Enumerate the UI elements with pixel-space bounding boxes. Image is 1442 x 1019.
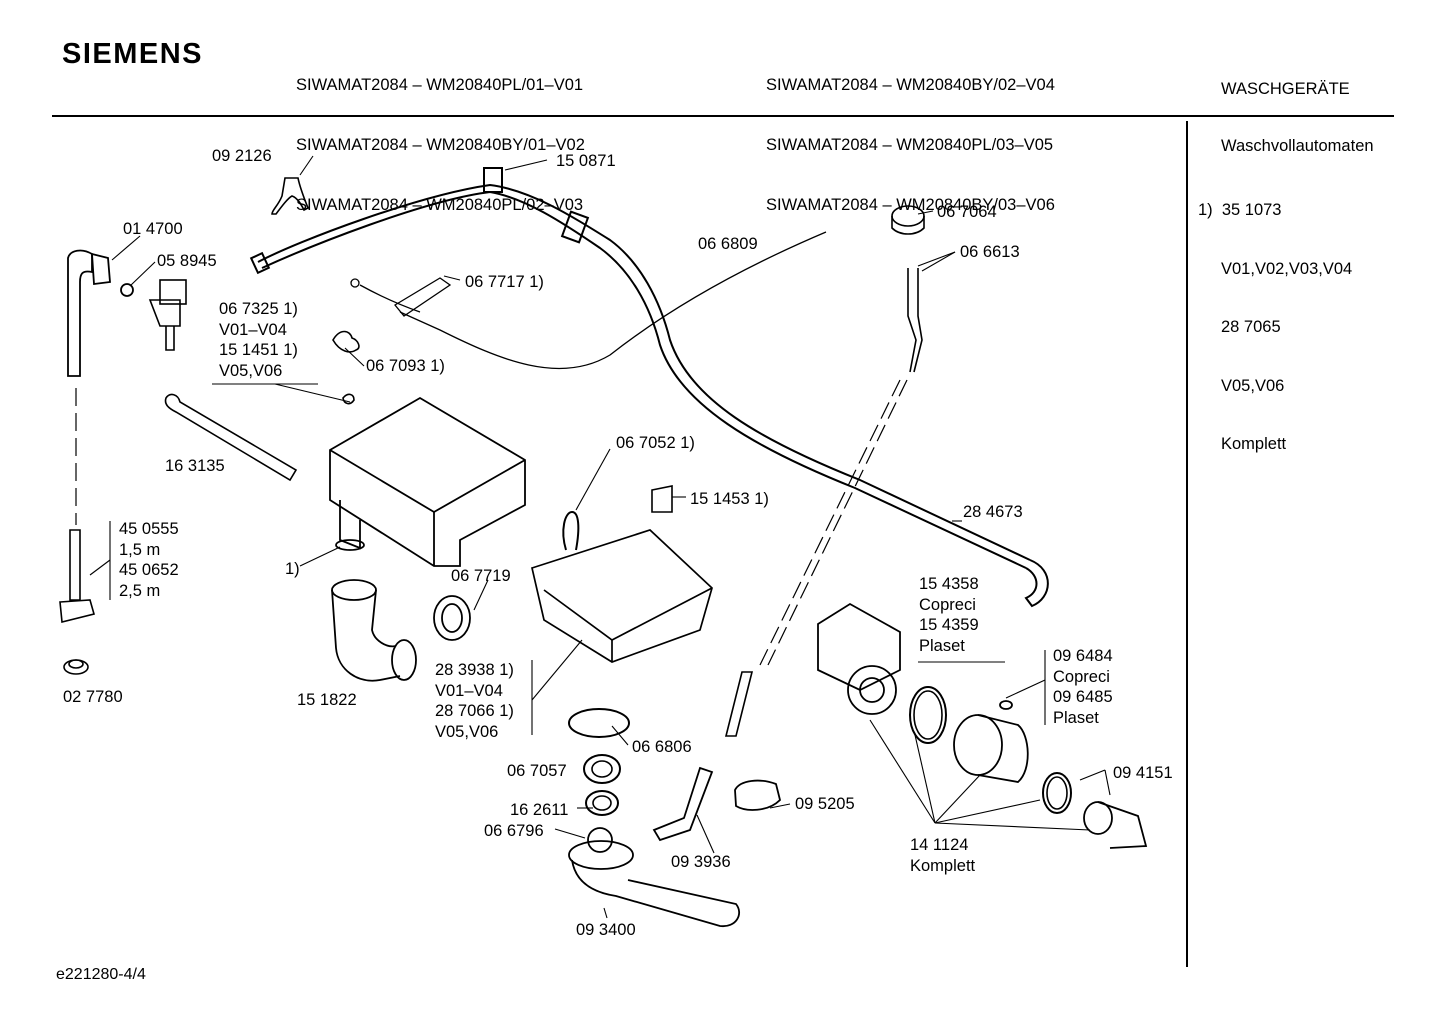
model-line: SIWAMAT2084 – WM20840PL/01–V01 [296,76,584,94]
brand-logo: SIEMENS [62,38,204,70]
ring-inner-shape [592,795,612,811]
part-label-067719: 06 7719 [451,567,511,585]
part-label-151822: 15 1822 [297,691,357,709]
part-label-095205: 09 5205 [795,795,855,813]
model-line: SIWAMAT2084 – WM20840PL/02–V03 [296,196,584,214]
plug-shape [63,659,89,675]
ring-shape [585,790,619,816]
part-label-162611: 16 2611 [510,801,569,819]
part-label-067064: 06 7064 [937,203,997,221]
wire-harness-shape [350,231,827,370]
part-label-092126: 09 2126 [212,147,272,165]
part-label-1: 1) [285,560,300,578]
pressure-sensor-shape [891,205,925,235]
category: WASCHGERÄTE Waschvollautomaten [1221,42,1374,175]
part-label-067093: 06 7093 1) [366,357,445,375]
flap-shape [651,485,673,513]
footnote-line: Komplett [1221,435,1287,453]
model-line: SIWAMAT2084 – WM20840BY/01–V02 [296,136,585,154]
part-label-058945: 05 8945 [157,252,217,270]
part-label-067052: 06 7052 1) [616,434,695,452]
part-label-151453: 15 1453 1) [690,490,769,508]
footnote-line: 1) 35 1073 [1198,201,1282,219]
ball-shape [587,827,613,853]
part-label-096484: 09 6484 Copreci 09 6485 Plaset [1053,647,1113,727]
part-label-150871: 15 0871 [556,152,616,170]
header-rule [52,115,1394,117]
footnote-line: V01,V02,V03,V04 [1221,259,1353,278]
filter-seal-inner-shape [1046,776,1068,810]
bellows-hose-shape [331,579,417,682]
pump-seal-inner-shape [913,690,943,740]
seal-ring-shape [433,595,471,641]
rod-shape [724,671,754,737]
part-label-014700: 01 4700 [123,220,183,238]
hose-clip-shape [271,177,310,215]
footnote: 1) 35 1073 V01,V02,V03,V04 28 7065 V05,V… [1198,162,1352,474]
part-label-094151: 09 4151 [1113,764,1173,782]
part-label-283938: 28 3938 1) V01–V04 28 7066 1) V05,V06 [435,661,514,741]
part-label-141124: 14 1124 Komplett [910,836,976,875]
inlet-valve-shape [148,279,187,351]
filter-shape [1083,801,1148,849]
plug-inner-shape [68,659,84,669]
pipe-shape [164,393,298,482]
part-label-067057: 06 7057 [507,762,567,780]
part-label-154358: 15 4358 Copreci 15 4359 Plaset [919,575,979,655]
connector-shape [734,779,781,811]
model-line: SIWAMAT2084 – WM20840BY/02–V04 [766,76,1055,94]
model-list-2: SIWAMAT2084 – WM20840BY/02–V04 SIWAMAT20… [766,35,1055,235]
part-label-066806: 06 6806 [632,738,692,756]
small-clips-shape [332,330,360,405]
part-label-066796: 06 6796 [484,822,544,840]
part-label-067717: 06 7717 1) [465,273,544,291]
model-line: SIWAMAT2084 – WM20840BY/03–V06 [766,196,1055,214]
part-label-027780: 02 7780 [63,688,123,706]
footnote-line: 28 7065 [1221,318,1281,336]
part-label-284673: 28 4673 [963,503,1023,521]
model-list-1: SIWAMAT2084 – WM20840PL/01–V01 SIWAMAT20… [296,35,585,235]
part-label-093936: 09 3936 [671,853,731,871]
part-label-066613: 06 6613 [960,243,1020,261]
category-line: WASCHGERÄTE [1221,80,1350,98]
pump-seal-shape [909,686,947,744]
sump-hose-shape [568,840,741,927]
assembly-lines [75,379,908,666]
drain-pump-shape [817,602,901,715]
bearing-seal-shape [583,754,621,784]
pressure-hose-shape [907,268,923,373]
small-hose-shape [652,766,714,842]
filter-seal-shape [1042,772,1072,814]
clamp-shape [568,708,630,738]
side-rule [1186,121,1188,967]
drawer-housing-shape [329,396,526,567]
hook-shape [562,510,580,551]
part-label-163135: 16 3135 [165,457,225,475]
model-line: SIWAMAT2084 – WM20840PL/03–V05 [766,136,1054,154]
part-label-093400: 09 3400 [576,921,636,939]
leader-lines [89,155,1111,919]
filter-housing-shape [953,700,1029,783]
detergent-drawer-shape [530,529,713,663]
part-label-066809: 06 6809 [698,235,758,253]
drain-hose-shape [59,529,95,624]
elbow-hose-shape [67,249,134,377]
inlet-hose-shape [249,167,1049,608]
bearing-seal-inner-shape [591,760,613,778]
category-line: Waschvollautomaten [1221,137,1374,155]
part-label-067325: 06 7325 1) V01–V04 15 1451 1) V05,V06 [219,300,298,380]
part-label-450555: 45 0555 1,5 m 45 0652 2,5 m [119,520,179,600]
footnote-line: V05,V06 [1221,376,1285,395]
drawing-number: e221280-4/4 [56,966,146,983]
